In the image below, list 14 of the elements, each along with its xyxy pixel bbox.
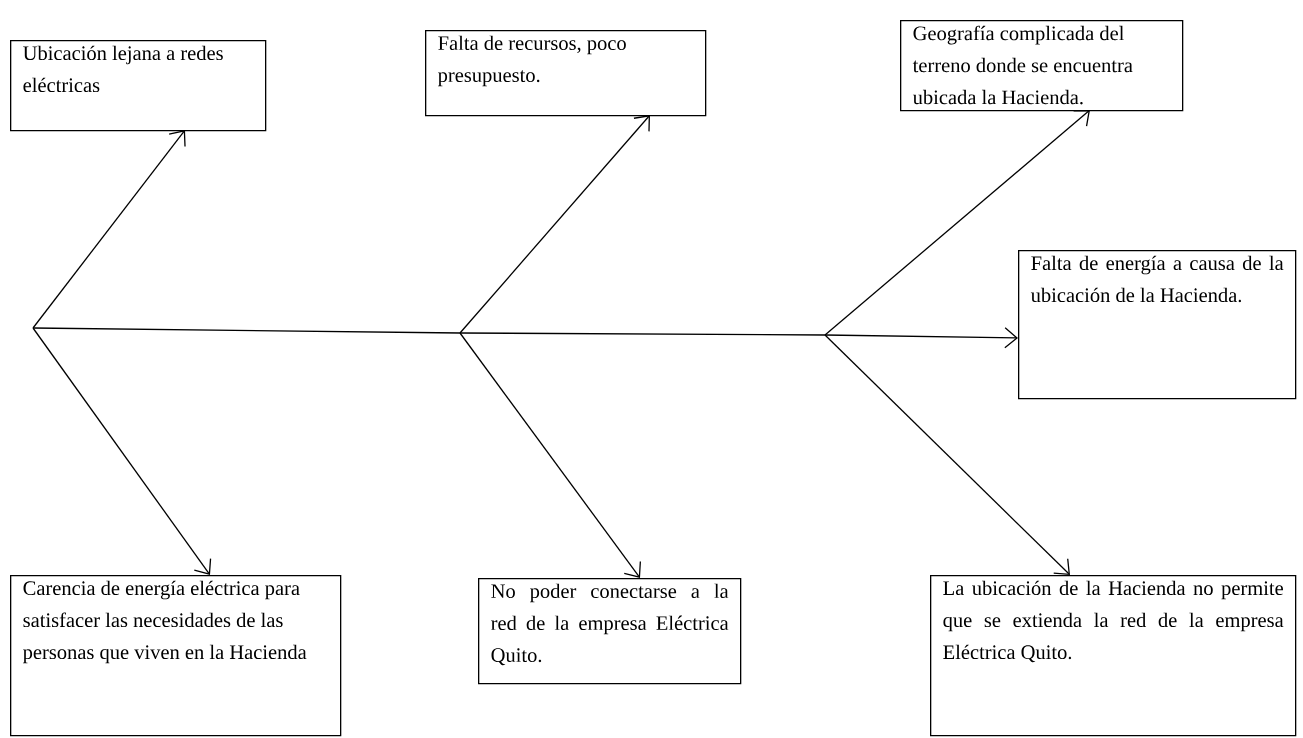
arrow <box>459 115 650 334</box>
text-box: Falta de recursos, poco presupuesto. <box>425 30 707 117</box>
arrow <box>824 334 1070 575</box>
arrow <box>459 332 641 578</box>
text-box: La ubicación de la Hacienda no permite que se extienda la red de la empresa Eléctrica Quito. <box>930 575 1297 737</box>
arrow <box>824 110 1090 336</box>
text-box: No poder conectarse a la red de la empresa Eléctrica Quito. <box>478 578 742 685</box>
arrow <box>32 130 186 329</box>
arrow <box>32 327 212 575</box>
arrow <box>32 327 1018 349</box>
text-box: Geografía complicada del terreno donde se encuentra ubicada la Hacienda. <box>900 20 1184 112</box>
text-box: Ubicación lejana a redes eléctricas <box>10 40 267 132</box>
text-box: Falta de energía a causa de la ubicación de la Hacienda. <box>1018 250 1297 400</box>
text-box: Carencia de energía eléctrica para satisfacer las necesidades de las personas que viven en la Hacienda <box>10 575 342 737</box>
